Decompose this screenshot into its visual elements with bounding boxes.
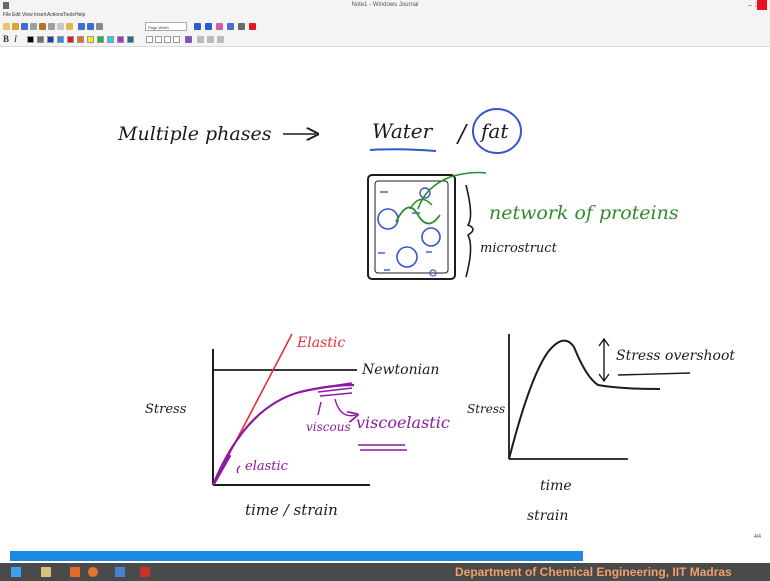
highlighter-icon[interactable] [205, 23, 212, 30]
note-network-of-proteins: network of proteins [489, 202, 679, 224]
copy-icon[interactable] [57, 23, 64, 30]
chart2-label-overshoot: Stress overshoot [616, 348, 735, 364]
chart1-label-elastic: Elastic [296, 335, 345, 351]
color-swatch-white-3[interactable] [164, 36, 171, 43]
zoom-out-icon[interactable] [217, 36, 224, 43]
color-swatch-white-4[interactable] [173, 36, 180, 43]
color-swatch-4[interactable] [57, 36, 64, 43]
app-icon-taskbar[interactable] [70, 567, 80, 577]
eraser-icon[interactable] [216, 23, 223, 30]
menu-bar: File Edit View Insert Actions Tools Help [0, 11, 770, 20]
folder-icon[interactable] [41, 567, 51, 577]
chart1-xlabel: time / strain [245, 501, 338, 519]
menu-help[interactable]: Help [75, 12, 86, 18]
chart1-viscoelastic-pointer [334, 398, 356, 416]
chart1-elastic-segment [211, 454, 232, 486]
chart1-elastic-tick [236, 465, 241, 474]
zoom-select[interactable]: Page Width [145, 22, 187, 31]
ink-layer: Multiple phases Water / fat network of p… [117, 108, 735, 524]
undo-icon[interactable] [78, 23, 85, 30]
open-icon[interactable] [12, 23, 19, 30]
pen-style-icon[interactable] [185, 36, 192, 43]
pen-icon[interactable] [194, 23, 201, 30]
italic-button[interactable]: I [14, 34, 17, 44]
cut-icon[interactable] [48, 23, 55, 30]
chart1-label-newtonian: Newtonian [361, 362, 439, 378]
text-tool-icon[interactable] [238, 23, 245, 30]
save-icon[interactable] [21, 23, 28, 30]
color-swatch-9[interactable] [107, 36, 114, 43]
chart-stress-overshoot [508, 334, 691, 460]
water-underline [369, 148, 437, 152]
title-bar: Note1 - Windows Journal – □ [0, 0, 770, 11]
print-icon[interactable] [30, 23, 37, 30]
chart2-overshoot-underline [617, 372, 691, 376]
pdf-icon[interactable] [140, 567, 150, 577]
color-swatch-5[interactable] [67, 36, 74, 43]
chart2-ylabel: Stress [467, 402, 505, 416]
chart2-overshoot-arrow-up [598, 337, 610, 347]
chart1-label-viscous: viscous [306, 420, 351, 434]
note-microstructure: microstruct [480, 241, 558, 256]
zoom-in-icon[interactable] [207, 36, 214, 43]
chart1-label-elastic-lower: elastic [245, 459, 289, 474]
microstructure-diagram [367, 171, 487, 280]
flag-icon[interactable] [249, 23, 256, 30]
menu-view[interactable]: View [22, 12, 33, 18]
note-slash: / [456, 120, 469, 148]
find-icon[interactable] [39, 23, 46, 30]
chart2-xlabel-strain: strain [527, 508, 568, 524]
chart2-xlabel-time: time [540, 478, 572, 494]
journal-icon[interactable] [115, 567, 125, 577]
footer-watermark: Department of Chemical Engineering, IIT … [455, 565, 732, 579]
chart1-ylabel: Stress [145, 402, 187, 417]
window-title: Note1 - Windows Journal [351, 2, 419, 8]
insert-space-icon[interactable] [96, 23, 103, 30]
color-swatch-white-2[interactable] [155, 36, 162, 43]
toolbar-standard: Page Width [0, 20, 770, 33]
color-swatch-1[interactable] [27, 36, 34, 43]
note-multiple-phases: Multiple phases [117, 123, 272, 145]
note-fat: fat [479, 119, 509, 143]
color-swatch-2[interactable] [37, 36, 44, 43]
color-swatch-7[interactable] [87, 36, 94, 43]
color-swatch-6[interactable] [77, 36, 84, 43]
selection-tool-icon[interactable] [227, 23, 234, 30]
page-count: 4/4 [754, 534, 761, 540]
fat-circle [472, 108, 522, 154]
menu-edit[interactable]: Edit [12, 12, 21, 18]
color-swatch-3[interactable] [47, 36, 54, 43]
note-water: Water [372, 119, 434, 143]
chart2-overshoot-arrow-down [598, 373, 610, 383]
chart2-overshoot-curve [508, 339, 661, 460]
redo-icon[interactable] [87, 23, 94, 30]
chart1-label-viscoelastic: viscoelastic [356, 413, 450, 432]
chart1-curve-hatch [317, 382, 353, 397]
horizontal-scrollbar[interactable] [10, 551, 583, 561]
color-swatch-8[interactable] [97, 36, 104, 43]
color-swatch-10[interactable] [117, 36, 124, 43]
menu-tools[interactable]: Tools [63, 12, 75, 18]
menu-file[interactable]: File [3, 12, 12, 18]
close-button[interactable] [757, 0, 767, 10]
app-icon [3, 2, 9, 9]
toolbar-format: B I [0, 33, 770, 47]
start-icon[interactable] [11, 567, 21, 577]
chart-stress-time-strain [211, 333, 407, 486]
taskbar [0, 563, 770, 581]
new-note-icon[interactable] [3, 23, 10, 30]
color-swatch-11[interactable] [127, 36, 134, 43]
journal-canvas[interactable]: Multiple phases Water / fat network of p… [0, 47, 770, 550]
paste-icon[interactable] [66, 23, 73, 30]
menu-insert[interactable]: Insert [34, 12, 47, 18]
color-swatch-white-1[interactable] [146, 36, 153, 43]
chart1-viscous-pointer [317, 401, 322, 416]
menu-actions[interactable]: Actions [47, 12, 64, 18]
minimize-button[interactable]: – [748, 2, 752, 9]
lasso-icon[interactable] [197, 36, 204, 43]
bold-button[interactable]: B [3, 34, 10, 44]
firefox-icon[interactable] [88, 567, 98, 577]
